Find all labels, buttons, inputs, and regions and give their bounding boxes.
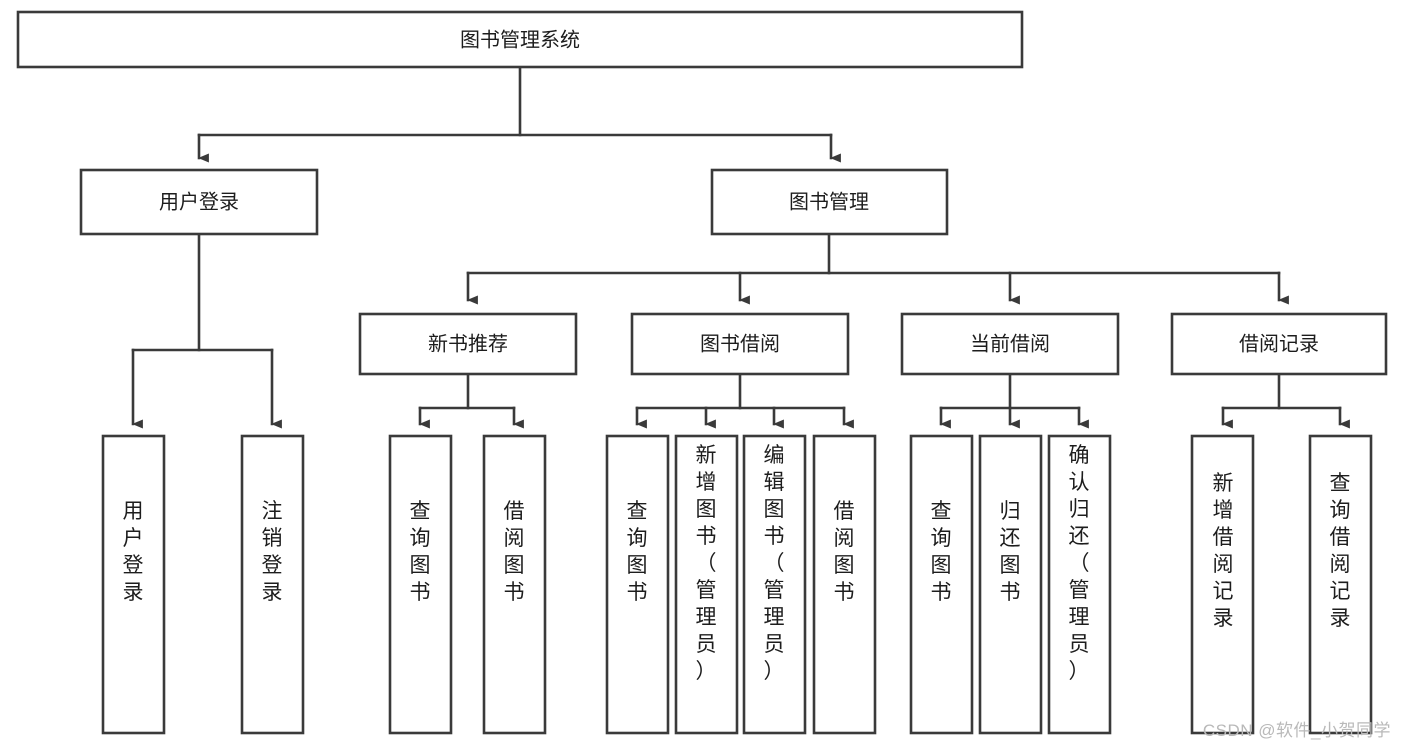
- node-book-manage-box[interactable]: [710, 168, 949, 236]
- leaf-query-book-2-box[interactable]: [605, 434, 670, 735]
- connector-group-book-manage: [466, 232, 1289, 305]
- node-root-box[interactable]: [16, 10, 1024, 69]
- leaf-logout[interactable]: 注销登录: [240, 434, 305, 735]
- node-borrow-record[interactable]: 借阅记录: [1170, 312, 1388, 376]
- leaf-borrow-book-2-box[interactable]: [812, 434, 877, 735]
- node-book-borrow-box[interactable]: [630, 312, 850, 376]
- leaf-query-book-1[interactable]: 查询图书: [388, 434, 453, 735]
- connector-group-root: [197, 65, 841, 163]
- leaf-return-book-box[interactable]: [978, 434, 1043, 735]
- leaf-return-book-label: 归还图书: [1000, 500, 1021, 604]
- node-borrow-record-label: 借阅记录: [1239, 332, 1319, 355]
- connector-group-user-login: [131, 232, 282, 429]
- leaf-query-book-1-box[interactable]: [388, 434, 453, 735]
- leaf-user-login-label: 用户登录: [123, 500, 144, 604]
- leaf-user-login-box[interactable]: [101, 434, 166, 735]
- leaf-query-book-2[interactable]: 查询图书: [605, 434, 670, 735]
- leaf-query-record-label: 查询借阅记录: [1330, 472, 1351, 630]
- leaf-query-book-1-label: 查询图书: [410, 500, 431, 604]
- leaf-borrow-book-1-label: 借阅图书: [504, 500, 525, 604]
- node-book-manage-label: 图书管理: [789, 190, 869, 213]
- leaf-add-record[interactable]: 新增借阅记录: [1190, 434, 1255, 735]
- node-root-label: 图书管理系统: [460, 28, 580, 51]
- leaf-query-record[interactable]: 查询借阅记录: [1308, 434, 1373, 735]
- leaf-add-record-label: 新增借阅记录: [1213, 472, 1234, 630]
- node-book-borrow[interactable]: 图书借阅: [630, 312, 850, 376]
- leaf-borrow-book-1-box[interactable]: [482, 434, 547, 735]
- node-new-book-recommend-label: 新书推荐: [428, 332, 508, 355]
- leaf-edit-book[interactable]: 编辑图书（管理员）: [742, 434, 807, 735]
- leaf-borrow-book-2-label: 借阅图书: [834, 500, 855, 604]
- leaf-confirm-return-box[interactable]: [1047, 434, 1112, 735]
- node-user-login-label: 用户登录: [159, 190, 239, 213]
- node-book-manage[interactable]: 图书管理: [710, 168, 949, 236]
- connector-group-new-book-recommend: [418, 372, 524, 429]
- leaf-edit-book-box[interactable]: [742, 434, 807, 735]
- leaf-query-book-3-box[interactable]: [909, 434, 974, 735]
- node-root[interactable]: 图书管理系统: [16, 10, 1024, 69]
- node-book-borrow-label: 图书借阅: [700, 332, 780, 355]
- leaf-query-record-box[interactable]: [1308, 434, 1373, 735]
- leaf-add-record-box[interactable]: [1190, 434, 1255, 735]
- leaf-query-book-3-label: 查询图书: [931, 500, 952, 604]
- leaf-confirm-return-label: 确认归还（管理员）: [1069, 444, 1090, 683]
- leaf-query-book-3[interactable]: 查询图书: [909, 434, 974, 735]
- node-new-book-recommend-box[interactable]: [358, 312, 578, 376]
- node-borrow-record-box[interactable]: [1170, 312, 1388, 376]
- leaf-logout-box[interactable]: [240, 434, 305, 735]
- connector-group-book-borrow: [635, 372, 854, 429]
- leaf-add-book-box[interactable]: [674, 434, 739, 735]
- leaf-user-login[interactable]: 用户登录: [101, 434, 166, 735]
- node-user-login[interactable]: 用户登录: [79, 168, 319, 236]
- connector-group-current-borrow: [939, 372, 1089, 429]
- leaf-query-book-2-label: 查询图书: [627, 500, 648, 604]
- leaf-logout-label: 注销登录: [262, 500, 283, 604]
- node-current-borrow-box[interactable]: [900, 312, 1120, 376]
- leaf-confirm-return[interactable]: 确认归还（管理员）: [1047, 434, 1112, 735]
- connector-group-borrow-record: [1221, 372, 1350, 429]
- leaf-borrow-book-2[interactable]: 借阅图书: [812, 434, 877, 735]
- leaf-add-book-label: 新增图书（管理员）: [696, 444, 717, 683]
- leaf-add-book[interactable]: 新增图书（管理员）: [674, 434, 739, 735]
- leaf-return-book[interactable]: 归还图书: [978, 434, 1043, 735]
- node-current-borrow[interactable]: 当前借阅: [900, 312, 1120, 376]
- leaf-borrow-book-1[interactable]: 借阅图书: [482, 434, 547, 735]
- watermark-label: CSDN @软件_小贺同学: [1202, 721, 1391, 740]
- leaf-edit-book-label: 编辑图书（管理员）: [764, 444, 785, 683]
- node-new-book-recommend[interactable]: 新书推荐: [358, 312, 578, 376]
- node-current-borrow-label: 当前借阅: [970, 332, 1050, 355]
- node-user-login-box[interactable]: [79, 168, 319, 236]
